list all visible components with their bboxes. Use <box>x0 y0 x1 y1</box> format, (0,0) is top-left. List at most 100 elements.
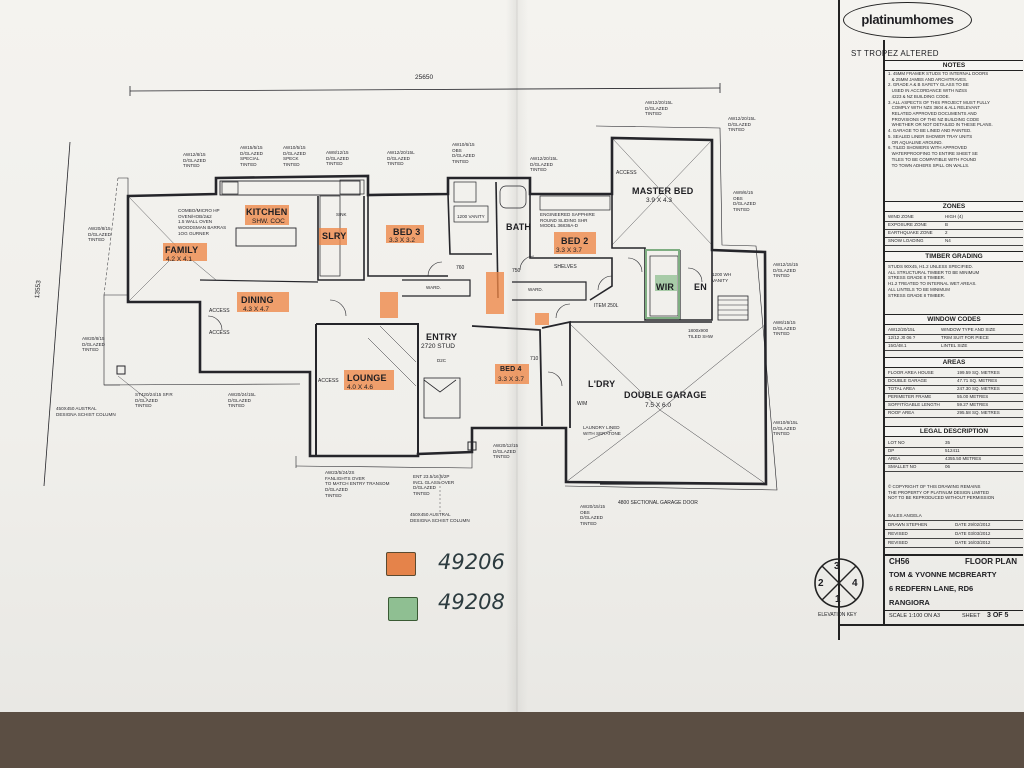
label-wm: W/M <box>577 401 588 407</box>
room-garage-dim: 7.5 X 6.0 <box>645 402 672 409</box>
overall-dimension: 25650 <box>415 74 434 81</box>
title-divider <box>885 554 1023 556</box>
room-kitchen-name: KITCHEN <box>246 207 288 217</box>
window-code-top-6: AW10/6/15 OBS D/GLAZED TINTED <box>452 142 475 165</box>
window-code-bottom-1: ST420/24/15 SP.R D/GLAZED TINTED <box>135 392 173 409</box>
drawing-scale: SCALE 1:100 ON A3 <box>889 613 941 619</box>
job-number: CH56 <box>889 557 910 566</box>
room-family-dim: 4.2 X 4.1 <box>166 256 193 263</box>
label-710: 710 <box>530 356 539 362</box>
legend-swatch-orange <box>386 552 416 576</box>
window-code-top-2: AW15/5/15 D/GLAZED SPECIAL TINTED <box>240 145 263 168</box>
client-name: TOM & YVONNE MCBREARTY <box>889 570 997 579</box>
window-code-top-7: AW12/20/15L D/GLAZED TINTED <box>530 156 558 173</box>
legend-code-orange: 49206 <box>438 550 505 574</box>
company-logo: platinumhomes <box>843 2 972 38</box>
room-dining-name: DINING <box>241 295 274 305</box>
label-laundry-lining: LAUNDRY LINED WITH SERATONE <box>583 425 621 436</box>
label-760: 760 <box>456 265 465 271</box>
notes-text: 1. 45MM FRAMER STUDS TO INTERNAL DOORS &… <box>888 71 993 168</box>
label-vanity: 1200 VANITY <box>457 214 485 219</box>
copyright-text: © COPYRIGHT OF THIS DRAWING REMAINS THE … <box>888 484 995 501</box>
room-entry-dim: 2720 STUD <box>421 343 455 350</box>
label-access-1: ACCESS <box>209 308 230 314</box>
legal-heading: LEGAL DESCRIPTION <box>885 426 1023 437</box>
window-code-top-8: AW12/20/15L D/GLAZED TINTED <box>645 100 673 117</box>
sales-row: SALES ANGELA <box>885 512 1023 521</box>
highlight-dining <box>237 292 289 312</box>
window-code-right-4: AW10/6/15L D/GLAZED TINTED <box>773 420 799 437</box>
highlight-hall-2 <box>486 272 504 314</box>
highlight-linen <box>535 313 549 325</box>
elevation-key-num-right: 4 <box>852 578 858 589</box>
label-entry-door: ENT 23.5/16.8/2P INCL GLASS OVER D/GLAZE… <box>413 474 455 497</box>
elevation-key-num-bottom: 1 <box>835 594 841 605</box>
site-address: 6 REDFERN LANE, RD6 <box>889 584 974 593</box>
highlight-lounge <box>344 370 394 390</box>
timber-text: STUDS 90X45, H1.2 UNLESS SPECIFIED. ALL … <box>888 264 980 298</box>
label-d2c: D2C <box>437 358 447 363</box>
room-bed2-dim: 3.3 X 3.7 <box>556 247 583 254</box>
room-master-bed-dim: 3.9 X 4.3 <box>646 197 673 204</box>
highlight-bed3 <box>386 225 424 243</box>
plan-sheet <box>0 0 1024 712</box>
label-wardrobe-2: WARD. <box>528 287 543 292</box>
room-bed3-dim: 3.3 X 3.2 <box>389 237 416 244</box>
window-code-top-3: AW10/5/15 D/GLAZED SPECK TINTED <box>283 145 306 168</box>
label-shower: 1800x900 TILED SHW <box>688 328 714 339</box>
label-wardrobe-1: WARD. <box>426 285 441 290</box>
site-town: RANGIORA <box>889 598 930 607</box>
label-column-left: 450X450 AUSTRAL DESIGNA SCHIST COLUMN <box>56 406 116 417</box>
highlight-slry <box>319 228 347 245</box>
window-code-top-5: AW12/20/15L D/GLAZED TINTED <box>387 150 415 167</box>
room-master-bed-name: MASTER BED <box>632 186 694 196</box>
label-access-2: ACCESS <box>209 330 230 336</box>
room-family-name: FAMILY <box>165 245 199 255</box>
window-code-bottom-4: AW20/15/15 OBS D/GLAZED TINTED <box>580 504 606 527</box>
highlight-bed4 <box>495 364 529 384</box>
room-kitchen-dim: SHW. COC <box>252 218 285 225</box>
label-access-4: ACCESS <box>616 170 637 176</box>
sheet-label: SHEET <box>962 613 981 619</box>
label-access-3: ACCESS <box>318 378 339 384</box>
window-codes-heading: WINDOW CODES <box>885 314 1023 325</box>
label-fanlight: AW23/5/24/2S FANLIGHTS OVER TO MATCH ENT… <box>325 470 390 498</box>
label-bath-notes: ENGINEERED SAPPHIRE ROUND SLIDING SHR MO… <box>540 212 595 229</box>
elevation-key-label: ELEVATION KEY <box>818 612 857 618</box>
room-lounge-dim: 4.0 X 4.6 <box>347 384 374 391</box>
room-lounge-name: LOUNGE <box>347 373 387 383</box>
highlight-kitchen <box>245 205 289 225</box>
room-bed4-name: BED 4 <box>500 366 522 373</box>
window-code-right-3: AW6/15/15 D/GLAZED TINTED <box>773 320 796 337</box>
window-code-bottom-3: AW20/12/15 D/GLAZED TINTED <box>493 443 519 460</box>
window-code-top-4: AW8/12/15 D/GLAZED TINTED <box>326 150 349 167</box>
title-block <box>838 0 1024 640</box>
legend-swatch-green <box>388 597 418 621</box>
label-sink: SINK <box>336 212 347 217</box>
title-divider <box>885 610 1023 611</box>
room-dining-dim: 4.3 X 4.7 <box>243 306 270 313</box>
window-code-row: 12/12 J0 06 ?TRIM SUIT FOR PIECE <box>885 334 1023 343</box>
highlight-family <box>163 243 207 261</box>
highlight-hall-1 <box>380 292 398 318</box>
label-en-vanity: 1200 WH VANITY <box>712 272 732 283</box>
room-wir-name: WIR <box>656 282 675 292</box>
window-code-top-1: AW12/8/15 D/GLAZED TINTED <box>183 152 206 169</box>
label-item-250: ITEM 250L <box>594 303 619 309</box>
room-bed4-dim: 3.3 X 3.7 <box>498 376 525 383</box>
timber-heading: TIMBER GRADING <box>885 251 1023 262</box>
